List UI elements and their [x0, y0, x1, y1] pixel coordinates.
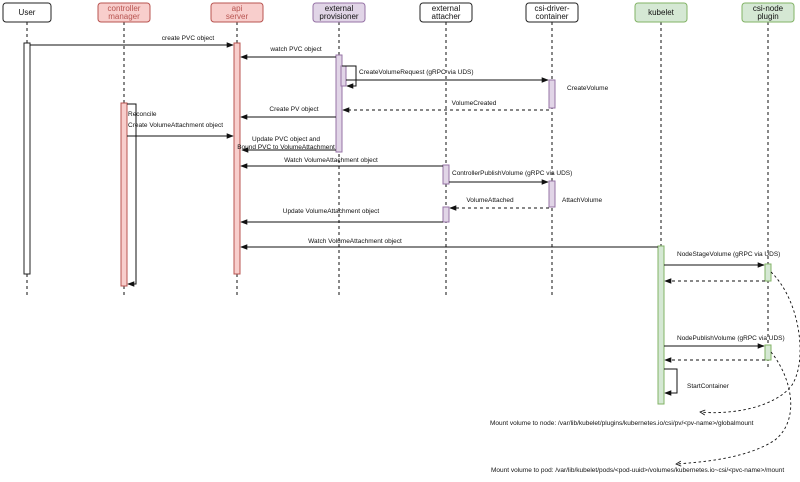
- note-create-volume: CreateVolume: [567, 85, 609, 92]
- participant-kubelet: kubelet: [634, 2, 688, 23]
- msg-reconcile-loop: [127, 103, 137, 287]
- msg-create-pvc-label: create PVC object: [162, 35, 215, 42]
- msg-self-loop: [342, 65, 357, 89]
- participant-csi-node-plugin-label-2: plugin: [757, 12, 778, 21]
- participant-external-provisioner: external provisioner: [312, 2, 366, 23]
- participant-csi-node-plugin-label-1: csi-node: [753, 4, 784, 13]
- participant-user-label: User: [19, 8, 36, 17]
- msg-create-va-label: Create VolumeAttachment object: [128, 122, 223, 129]
- participant-external-attacher-label-1: external: [432, 4, 461, 13]
- activation-controller-manager: [120, 102, 128, 287]
- activation-external-provisioner: [335, 54, 343, 153]
- participant-api-server-label-1: api: [232, 4, 243, 13]
- participant-csi-driver-container-label-1: csi-driver-: [534, 4, 569, 13]
- participant-controller-manager-label-2: manager: [108, 12, 140, 21]
- msg-watch-va-2-label: Watch VolumeAttachment object: [308, 238, 402, 245]
- msg-update-va-label: Update VolumeAttachment object: [283, 208, 380, 215]
- activation-csi-node-publish: [764, 344, 772, 361]
- connector-mount-pod: [676, 351, 792, 464]
- participant-user: User: [2, 2, 52, 23]
- participant-api-server-label-2: server: [226, 12, 249, 21]
- activation-api-server: [233, 42, 241, 275]
- msg-watch-va-1-label: Watch VolumeAttachment object: [284, 157, 378, 164]
- participant-csi-node-plugin: csi-node plugin: [741, 2, 795, 23]
- messages: create PVC object watch PVC object Creat…: [30, 35, 800, 464]
- participant-external-attacher: external attacher: [419, 2, 473, 23]
- participant-external-attacher-label-2: attacher: [432, 12, 461, 21]
- msg-create-volume-request-label: CreateVolumeRequest (gRPC via UDS): [359, 69, 474, 76]
- msg-update-pvc-label-1: Update PVC object and: [252, 136, 320, 143]
- activation-csi-attach-volume: [548, 180, 556, 208]
- msg-update-pvc-label-2: Bound PVC to VolumeAttachment: [237, 144, 335, 151]
- participant-csi-driver-container: csi-driver- container: [525, 2, 579, 23]
- participant-controller-manager: controller manager: [97, 2, 151, 23]
- connector-mount-node: [700, 271, 800, 413]
- activation-external-attacher-1: [442, 164, 450, 185]
- msg-start-container-label: StartContainer: [687, 383, 730, 390]
- msg-node-publish-label: NodePublishVolume (gRPC via UDS): [677, 335, 785, 342]
- participant-api-server: api server: [210, 2, 264, 23]
- msg-node-stage-label: NodeStageVolume (gRPC via UDS): [677, 251, 780, 258]
- activation-external-provisioner-nested: [340, 65, 347, 87]
- note-mount-node: Mount volume to node: /var/lib/kubelet/p…: [490, 420, 754, 427]
- activation-user: [23, 42, 31, 275]
- msg-volume-created-label: VolumeCreated: [452, 100, 497, 107]
- lifelines: [26, 22, 769, 405]
- activation-kubelet: [657, 245, 665, 405]
- activation-external-attacher-2: [442, 206, 450, 223]
- msg-controller-publish-label: ControllerPublishVolume (gRPC via UDS): [452, 170, 572, 177]
- activation-csi-create-volume: [548, 79, 556, 109]
- note-attach-volume: AttachVolume: [562, 197, 602, 204]
- msg-create-pv-label: Create PV object: [269, 106, 318, 113]
- msg-reconcile-label: Reconcile: [128, 111, 157, 118]
- msg-start-container-loop: [664, 368, 678, 396]
- activation-csi-node-stage: [764, 263, 772, 282]
- participant-external-provisioner-label-1: external: [325, 4, 354, 13]
- participant-kubelet-label: kubelet: [648, 8, 675, 17]
- msg-volume-attached-label: VolumeAttached: [466, 197, 514, 204]
- note-mount-pod: Mount volume to pod: /var/lib/kubelet/po…: [491, 467, 784, 474]
- participant-controller-manager-label-1: controller: [108, 4, 141, 13]
- participant-csi-driver-container-label-2: container: [536, 12, 569, 21]
- participant-external-provisioner-label-2: provisioner: [319, 12, 358, 21]
- msg-watch-pvc-label: watch PVC object: [269, 46, 321, 53]
